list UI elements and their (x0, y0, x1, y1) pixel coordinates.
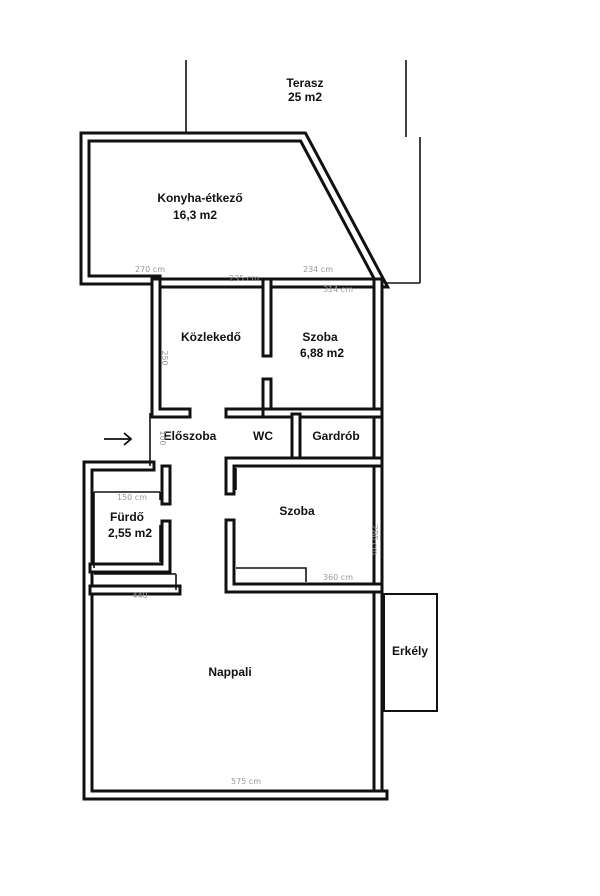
room-name-nappali: Nappali (208, 665, 251, 679)
dimension-label: 440 (132, 591, 147, 600)
living-walls (88, 573, 182, 596)
dimension-label: 314 cm (323, 285, 353, 294)
room-name-eloszoba: Előszoba (164, 429, 217, 443)
terrace-outline (185, 60, 421, 284)
bedroom-walls (224, 468, 384, 594)
entrance-arrow-icon (104, 432, 133, 446)
room-name-gardrob: Gardrób (312, 429, 359, 443)
dimension-label: 250 (160, 350, 169, 365)
wc-gardrob-walls (224, 412, 384, 496)
room-name-terasz: Terasz (286, 76, 323, 90)
room-area-terasz: 25 m2 (288, 90, 322, 104)
balcony-outline (383, 593, 438, 712)
room-area-konyha: 16,3 m2 (173, 208, 217, 222)
dimension-label: 360 cm (323, 573, 353, 582)
room-name-szoba-1: Szoba (302, 330, 338, 344)
small-room-walls (224, 277, 384, 419)
dimension-label: 575 cm (231, 777, 261, 786)
dimension-label: 270 cm (135, 265, 165, 274)
dimension-label: 234 cm (303, 265, 333, 274)
dimension-label: 150 cm (117, 493, 147, 502)
room-name-szoba-2: Szoba (279, 504, 315, 518)
room-area-furdo: 2,55 m2 (108, 526, 152, 540)
kitchen-walls (79, 131, 391, 289)
dimension-label: 100 (158, 430, 167, 445)
room-area-szoba-1: 6,88 m2 (300, 346, 344, 360)
bathroom-walls (82, 460, 389, 801)
room-name-furdo: Fürdő (110, 510, 144, 524)
dimension-label: 280 cm (370, 525, 379, 555)
room-name-konyha: Konyha-étkező (157, 191, 242, 205)
room-name-wc: WC (253, 429, 273, 443)
room-name-erkely: Erkély (392, 644, 428, 658)
corridor-left-wall (150, 277, 192, 419)
dimension-label: 235 cm (229, 274, 259, 283)
room-name-kozlekedo: Közlekedő (181, 330, 241, 344)
